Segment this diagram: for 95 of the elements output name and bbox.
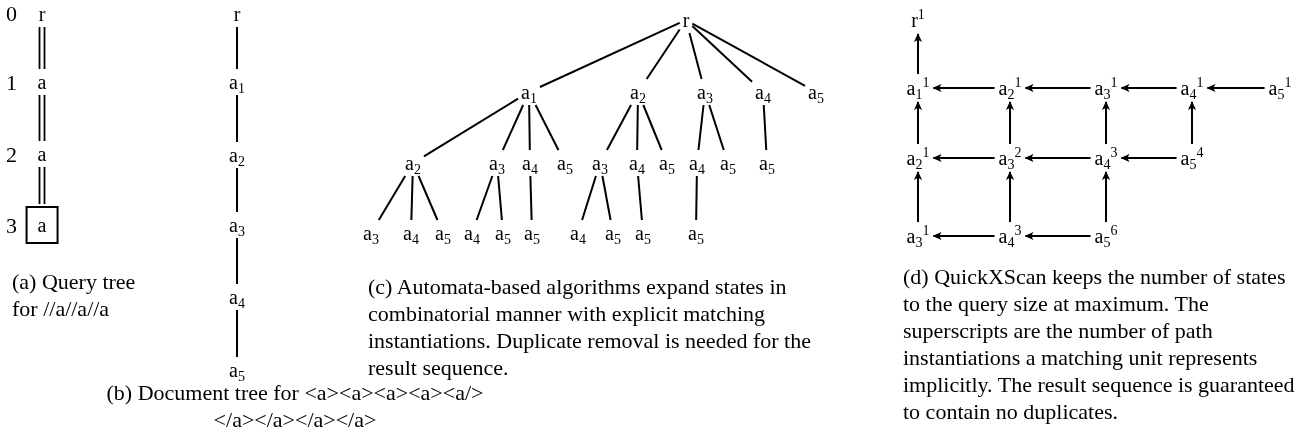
- tree-node-label: a$_{4}$: [402, 222, 420, 244]
- tree-edge: [691, 22, 807, 87]
- arrow: [1024, 83, 1092, 93]
- tree-node-label: r: [681, 9, 691, 31]
- level-number: 2: [6, 141, 18, 168]
- arrow: [913, 171, 923, 223]
- figure-caption: (a) Query tree for //a//a//a: [12, 268, 137, 322]
- arrow: [913, 33, 923, 75]
- tree-node-label: a$_{4}$: [754, 81, 772, 103]
- tree-node-label: r: [232, 3, 242, 25]
- tree-edge: [697, 104, 705, 151]
- tree-node-label: a$_{5}$: [719, 152, 737, 174]
- tree-edge: [236, 309, 238, 358]
- tree-edge: [695, 175, 698, 221]
- tree-node-label: r$^{1}$: [910, 9, 926, 31]
- arrow: [913, 101, 923, 145]
- level-number: 0: [6, 0, 18, 27]
- double-line: [38, 26, 46, 70]
- arrow: [932, 231, 996, 241]
- tree-edge: [236, 167, 238, 213]
- tree-edge: [417, 175, 439, 221]
- tree-edge: [538, 21, 681, 88]
- tree-node-label: a$_{4}$: [463, 222, 481, 244]
- tree-edge: [708, 104, 725, 151]
- tree-node-label: a$_{2}$: [228, 144, 246, 166]
- tree-edge: [501, 104, 525, 151]
- tree-node-label: a$_{5}$: [494, 222, 512, 244]
- arrow: [1101, 171, 1111, 223]
- tree-edge: [605, 104, 633, 151]
- tree-node-label: a$_{3}$: [488, 152, 506, 174]
- tree-edge: [497, 175, 503, 221]
- tree-node-label: a$_{1}$: [520, 81, 538, 103]
- tree-node-label: a$_{3}$: [362, 222, 380, 244]
- arrow: [1005, 171, 1015, 223]
- tree-node-label: a$_{5}$: [523, 222, 541, 244]
- tree-edge: [410, 175, 414, 221]
- tree-node-label: a$_{3}$: [591, 152, 609, 174]
- tree-edge: [601, 175, 612, 221]
- arrow: [1187, 101, 1197, 145]
- tree-node-label: a$_{4}$: [521, 152, 539, 174]
- tree-edge: [642, 104, 663, 151]
- arrow: [1120, 153, 1178, 163]
- tree-edge: [645, 28, 681, 80]
- tree-node-label: a$_{4}$: [569, 222, 587, 244]
- tree-node-label: a$_{5}$: [658, 152, 676, 174]
- tree-node-label: a$_{5}$: [807, 81, 825, 103]
- tree-node-label: a$_{5}$: [758, 152, 776, 174]
- tree-edge: [236, 94, 238, 143]
- figure-caption: (c) Automata-based algorithms expand states in combinatorial manner with explicit matching instantiations. Duplicate removal is needed for the result sequence.: [368, 273, 812, 381]
- arrow: [1120, 83, 1178, 93]
- tree-node-label: a$_{4}$: [688, 152, 706, 174]
- tree-node-label: a$_{5}$: [687, 222, 705, 244]
- tree-node-label: a$_{5}$: [434, 222, 452, 244]
- tree-edge: [422, 97, 520, 158]
- level-number: 3: [6, 212, 18, 239]
- tree-node-label: a$_{5}$: [604, 222, 622, 244]
- tree-node-label: a$_{5}$: [228, 359, 246, 381]
- figure-caption: (b) Document tree for <a><a><a><a><a/></a></a></a></a>: [105, 380, 485, 433]
- tree-edge: [581, 175, 597, 221]
- tree-node-label: a$_{2}$: [404, 152, 422, 174]
- tree-node-label: a: [36, 143, 48, 165]
- tree-node-label: a$_{3}$: [228, 214, 246, 236]
- arrow: [1101, 101, 1111, 145]
- figure-caption: (d) QuickXScan keeps the number of states to the query size at maximum. The superscripts are the number of path instantiations a matching unit represents implicitly. The result sequence is guaranteed to contain no duplicates.: [903, 263, 1296, 425]
- tree-node-label: a$_{5}$: [556, 152, 574, 174]
- tree-node-label: a$_{5}$: [634, 222, 652, 244]
- arrow: [1206, 83, 1266, 93]
- tree-edge: [475, 175, 494, 221]
- arrow: [932, 153, 996, 163]
- tree-node-label: a$_{1}$: [228, 71, 246, 93]
- arrow: [1024, 153, 1092, 163]
- tree-edge: [236, 237, 238, 285]
- tree-edge: [688, 32, 703, 80]
- tree-edge: [377, 175, 407, 221]
- tree-node-label: r: [37, 3, 47, 25]
- output-node-box: a: [25, 206, 59, 244]
- arrow: [932, 83, 996, 93]
- tree-node-label: a$_{4}$: [228, 286, 246, 308]
- level-number: 1: [6, 69, 18, 96]
- double-line: [38, 94, 46, 142]
- tree-edge: [534, 104, 560, 151]
- arrow: [1024, 231, 1092, 241]
- tree-edge: [636, 104, 639, 151]
- tree-edge: [762, 104, 768, 151]
- tree-edge: [529, 175, 533, 221]
- tree-node-label: a$_{2}$: [629, 81, 647, 103]
- arrow: [1005, 101, 1015, 145]
- tree-edge: [528, 104, 531, 151]
- tree-node-label: a$_{4}$: [628, 152, 646, 174]
- tree-edge: [637, 175, 643, 221]
- tree-node-label: a: [36, 71, 48, 93]
- tree-edge: [236, 26, 238, 70]
- tree-node-label: a$_{3}$: [696, 81, 714, 103]
- tree-edge: [691, 24, 754, 83]
- double-line: [38, 166, 46, 205]
